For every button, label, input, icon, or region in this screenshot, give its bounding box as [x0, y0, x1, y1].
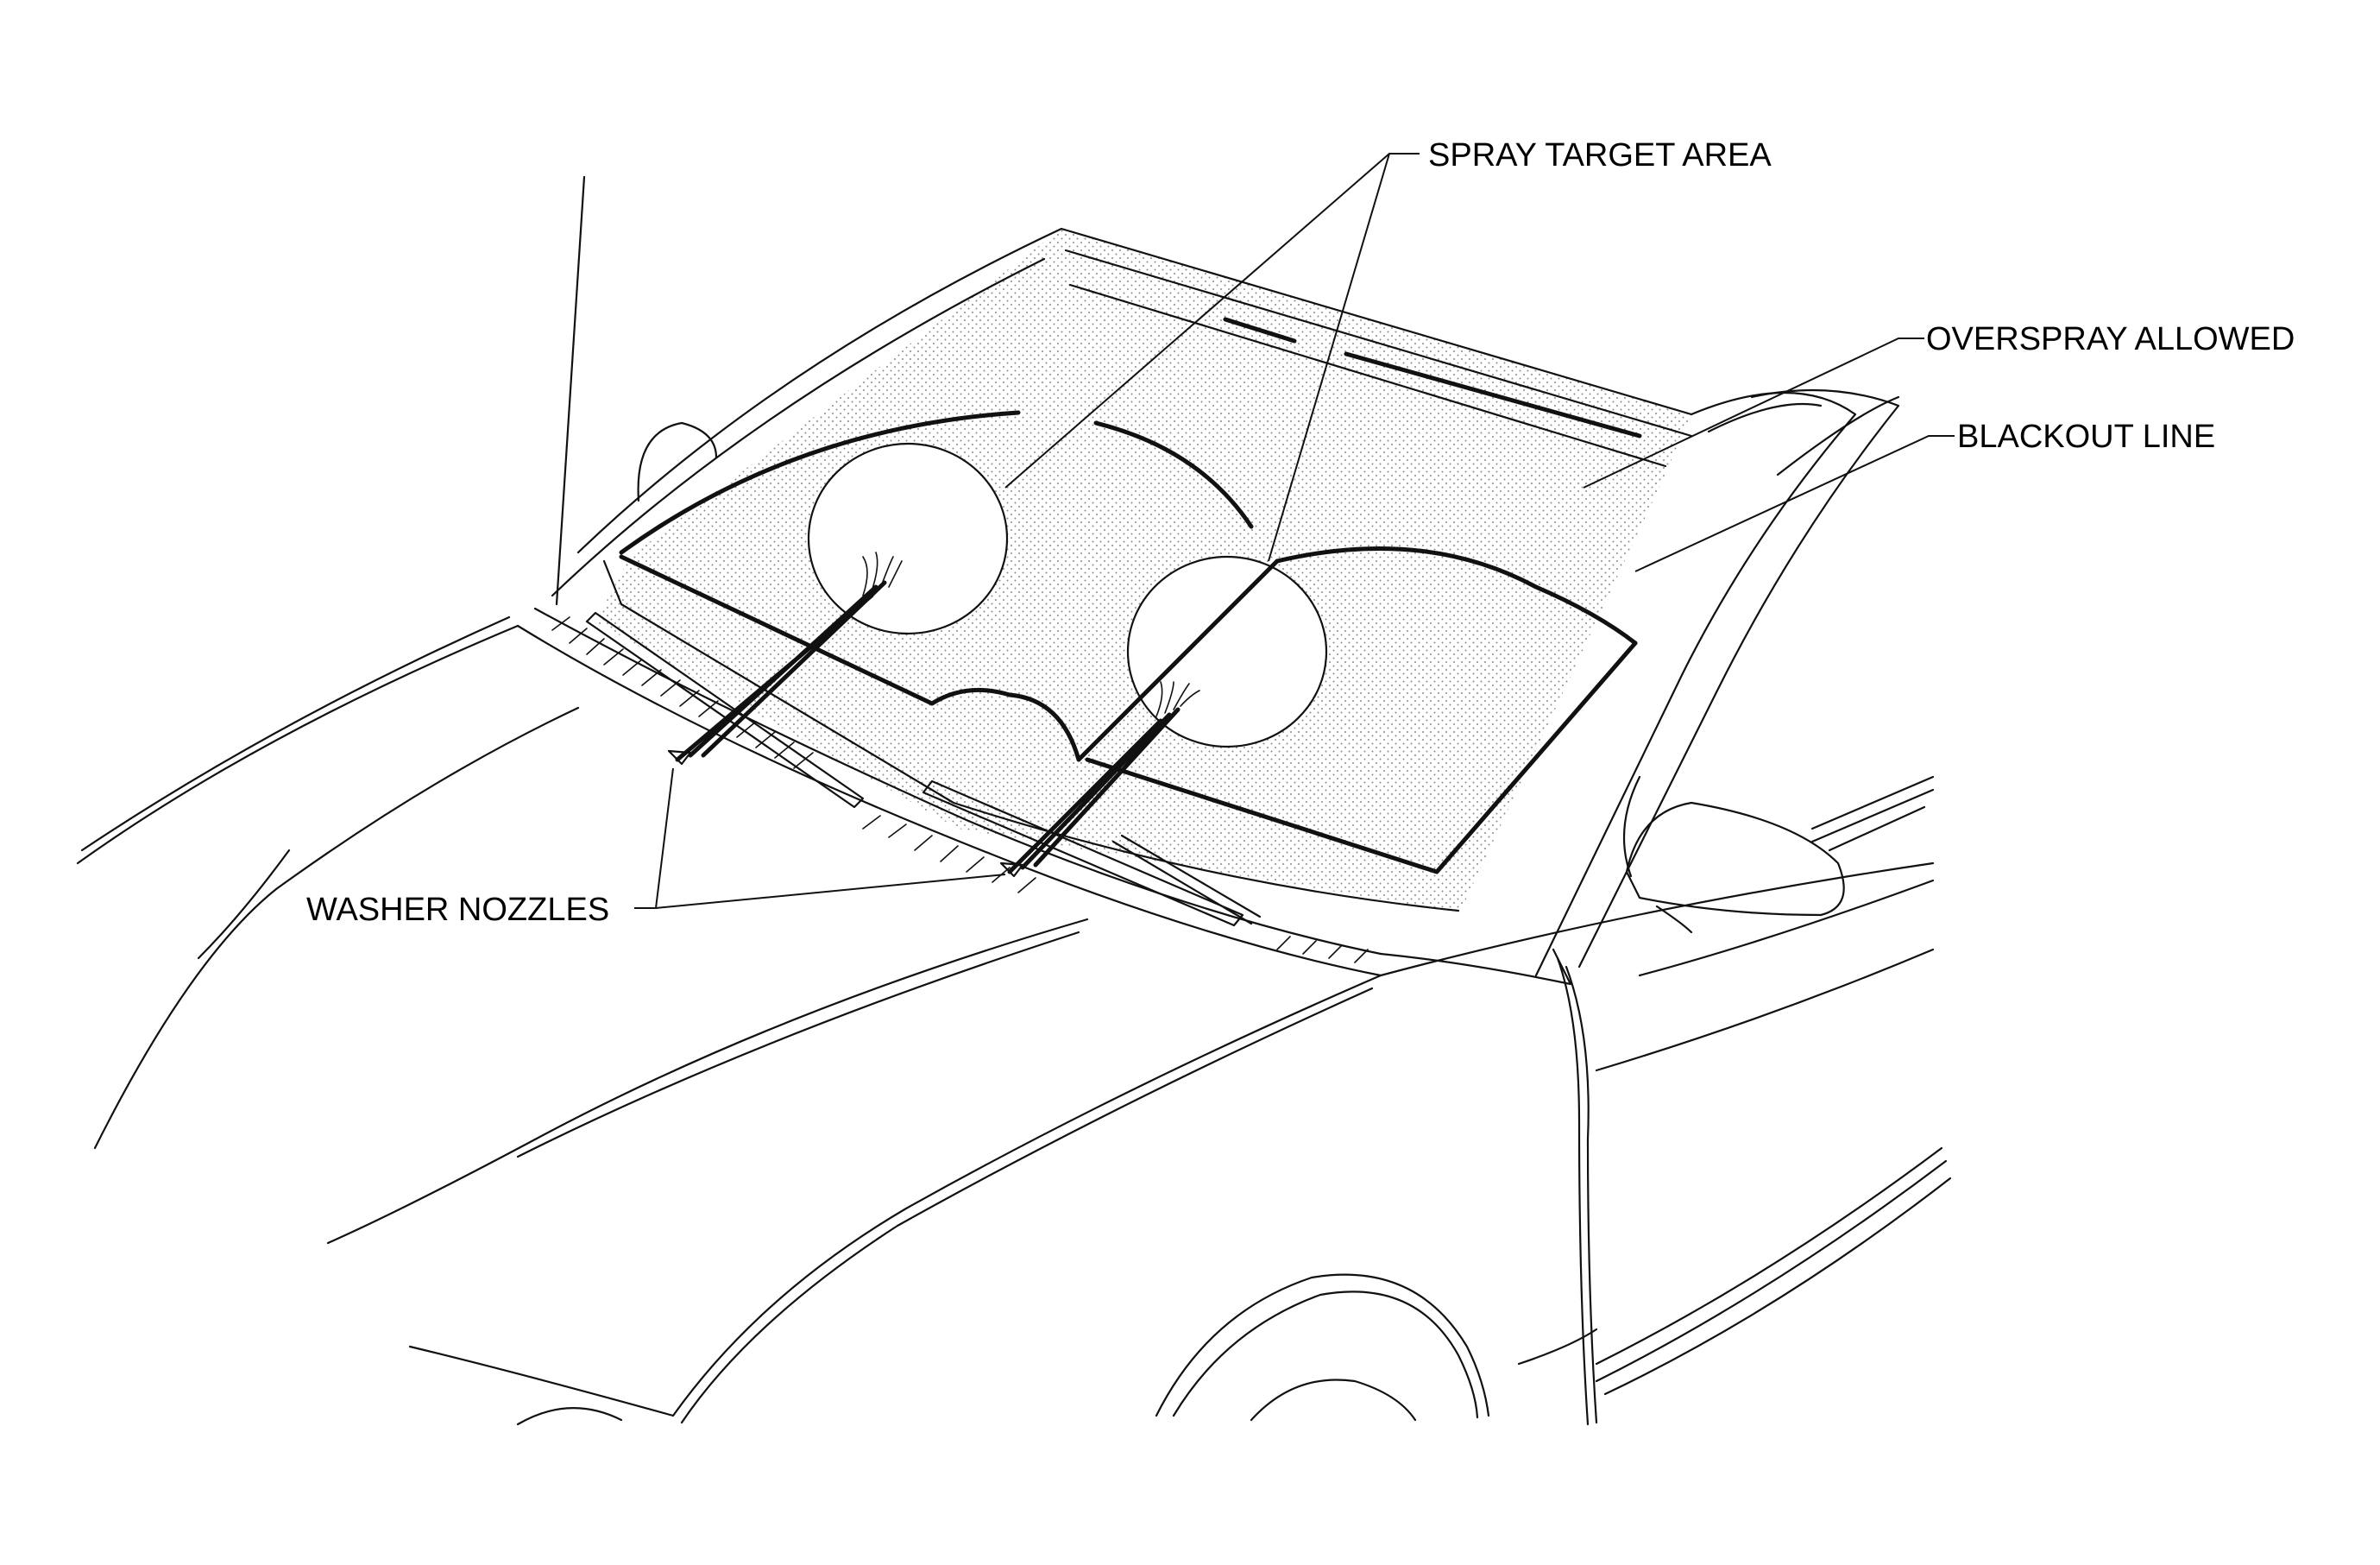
windshield	[551, 227, 1693, 911]
glass-lower-edge	[602, 559, 1460, 912]
windshield-glass	[595, 229, 1691, 911]
right-mirror-base	[1622, 775, 1693, 934]
windshield-header-band	[1223, 317, 1642, 439]
blackout-line-label: BLACKOUT LINE	[1957, 419, 2215, 455]
antenna	[555, 175, 586, 606]
blackout-right-arc	[1275, 546, 1638, 646]
spray-target-left	[807, 442, 1009, 635]
spray-target-area-label: SPRAY TARGET AREA	[1428, 137, 1772, 174]
hood-left-edge	[76, 624, 519, 865]
spray-stream-left	[675, 580, 887, 762]
blackout-left-bottom	[619, 554, 1081, 762]
cowl-and-wipers	[516, 607, 1382, 977]
hood	[76, 615, 1382, 1426]
left-mirror	[637, 421, 718, 502]
hood-front-edge	[408, 1345, 675, 1417]
body-right	[1155, 388, 1952, 1426]
wheel-arch-inner	[1172, 1290, 1479, 1419]
a-pillar-left-inner	[551, 257, 1046, 597]
windshield-header-trim-1	[1064, 249, 1693, 438]
cowl-front-edge	[516, 624, 1382, 977]
washer-nozzle-left	[667, 749, 692, 766]
spray-streams	[675, 552, 1280, 874]
spray-target-right	[1126, 555, 1328, 748]
wheel-arch	[1155, 1273, 1490, 1417]
spray-target-circles	[807, 442, 1328, 748]
labels: SPRAY TARGET AREA OVERSPRAY ALLOWED BLAC…	[306, 137, 2295, 928]
spray-fan-left	[862, 552, 903, 596]
washer-nozzle-right	[999, 861, 1024, 878]
rocker-line	[1517, 1146, 1952, 1396]
hood-right-edge-2	[680, 987, 1374, 1424]
fender-top	[1379, 861, 1935, 977]
washer-nozzles-label: WASHER NOZZLES	[306, 892, 609, 928]
door-body-line	[1595, 879, 1935, 1072]
spray-fan-right	[1155, 681, 1200, 717]
wiper-blade-left	[585, 611, 865, 809]
overspray-allowed-leader	[1583, 338, 1924, 489]
hood-center-crease	[326, 918, 1089, 1245]
wiper-blade-right	[922, 779, 1244, 927]
washer-nozzles-leader	[634, 767, 1006, 909]
door-front-edge-2	[1565, 965, 1598, 1424]
blackout-left-arc	[619, 410, 1254, 555]
right-mirror	[1625, 801, 1845, 917]
tire-arc	[1250, 1379, 1417, 1422]
hood-crease-left-2	[197, 849, 291, 960]
overspray-allowed-label: OVERSPRAY ALLOWED	[1926, 321, 2295, 357]
hood-right-edge	[671, 974, 1382, 1417]
a-pillar-right-2	[1577, 388, 1900, 969]
roof-edge-right	[1776, 395, 1900, 476]
door-front-edge	[1556, 956, 1590, 1426]
hood-center-crease-2	[516, 931, 1080, 1158]
windshield-header-trim-2	[1068, 283, 1667, 468]
hood-crease-left	[93, 706, 580, 1150]
cowl-corner	[1379, 948, 1572, 986]
callout-leaders	[634, 153, 1955, 909]
blackout-line-leader	[1634, 435, 1955, 572]
headlight-arc	[516, 1407, 623, 1426]
cowl-rear-edge	[533, 607, 1382, 956]
wiper-arm-line	[1076, 558, 1280, 762]
spray-stream-right	[1007, 707, 1181, 874]
belt-line	[1810, 775, 1935, 852]
blackout-line-boundary	[602, 410, 1638, 912]
spray-target-leader	[1004, 153, 1420, 562]
wiper-arm-right	[1111, 834, 1262, 925]
a-pillar-right-3	[1707, 402, 1823, 433]
blackout-right-edge	[1085, 641, 1638, 874]
hood-left-edge-inner	[80, 615, 511, 852]
